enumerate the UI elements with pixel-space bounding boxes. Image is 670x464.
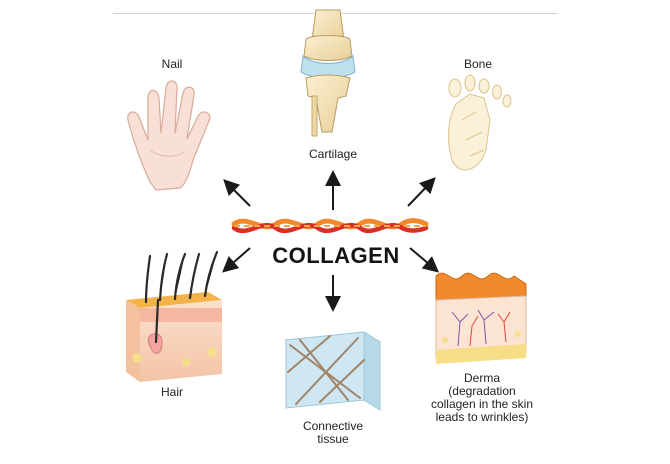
hand-icon bbox=[127, 80, 211, 191]
hair-skin-icon bbox=[126, 250, 222, 382]
derma-skin-layers-icon bbox=[435, 272, 527, 364]
arrow-to-bone bbox=[407, 177, 436, 207]
connective-tissue-cube-icon bbox=[284, 331, 382, 411]
arrows bbox=[221, 170, 440, 312]
arrow-to-hair bbox=[221, 247, 251, 273]
label-hair: Hair bbox=[160, 385, 183, 399]
label-bone: Bone bbox=[463, 57, 493, 71]
label-connective-tissue: Connective tissue bbox=[302, 419, 364, 446]
foot-bones-icon bbox=[448, 74, 512, 171]
knee-joint-icon bbox=[300, 9, 356, 137]
label-derma: Derma (degradation collagen in the skin … bbox=[430, 371, 534, 424]
arrow-to-nail bbox=[223, 179, 251, 207]
label-nail: Nail bbox=[161, 57, 183, 71]
arrow-to-derma bbox=[409, 247, 440, 273]
collagen-fiber-icon bbox=[231, 218, 429, 234]
collagen-title: COLLAGEN bbox=[272, 243, 400, 268]
label-cartilage: Cartilage bbox=[308, 147, 358, 161]
